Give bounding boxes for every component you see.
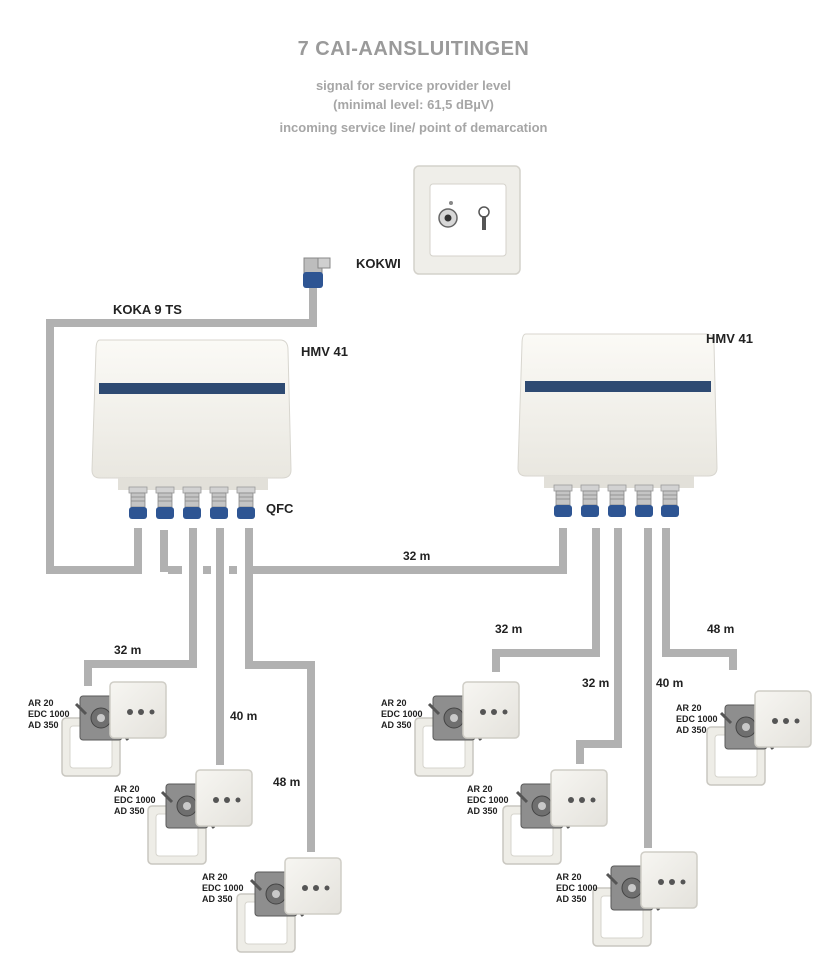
subtitle-line-1: signal for service provider level	[315, 78, 512, 93]
left-cable-2-length: 40 m	[230, 709, 258, 723]
wall-plate-image	[413, 165, 521, 275]
spec-line: AD 350	[28, 720, 59, 730]
cable-right-1	[492, 528, 600, 672]
amplifier-right-image	[517, 333, 718, 488]
right-cable-3-length: 40 m	[656, 676, 684, 690]
outlet-left-3-image	[235, 856, 343, 954]
outlet-spec-right-3: AR 20 EDC 1000 AD 350	[556, 872, 598, 905]
outlet-spec-right-2: AR 20 EDC 1000 AD 350	[467, 784, 509, 817]
subtitle-line-3: incoming service line/ point of demarcat…	[279, 120, 548, 135]
outlet-spec-left-2: AR 20 EDC 1000 AD 350	[114, 784, 156, 817]
outlet-right-3-image	[591, 850, 699, 948]
spec-line: AR 20	[556, 872, 582, 882]
koka-label: KOKA 9 TS	[113, 302, 182, 317]
spec-line: AR 20	[202, 872, 228, 882]
outlet-spec-right-1: AR 20 EDC 1000 AD 350	[381, 698, 423, 731]
cable-left-3	[245, 570, 315, 852]
outlet-right-2-image	[501, 768, 609, 866]
outlet-spec-left-3: AR 20 EDC 1000 AD 350	[202, 872, 244, 905]
right-cable-1-length: 32 m	[495, 622, 523, 636]
spec-line: AR 20	[114, 784, 140, 794]
spec-line: EDC 1000	[28, 709, 70, 719]
trunk-cable	[245, 528, 567, 574]
spec-line: AD 350	[676, 725, 707, 735]
spec-line: EDC 1000	[381, 709, 423, 719]
outlet-spec-right-4: AR 20 EDC 1000 AD 350	[676, 703, 718, 736]
spec-line: EDC 1000	[556, 883, 598, 893]
outlet-left-2-image	[146, 768, 254, 866]
spec-line: EDC 1000	[467, 795, 509, 805]
amplifier-left-connectors	[128, 486, 256, 520]
kokwi-label: KOKWI	[356, 256, 401, 271]
outlet-left-1-image	[60, 680, 168, 778]
subtitle-line-2: (minimal level: 61,5 dBµV)	[333, 97, 494, 112]
spec-line: AR 20	[676, 703, 702, 713]
outlet-right-4-image	[705, 689, 813, 787]
cable-right-4	[662, 528, 737, 670]
spec-line: AD 350	[467, 806, 498, 816]
spec-line: EDC 1000	[676, 714, 718, 724]
left-cable-1-length: 32 m	[114, 643, 142, 657]
spec-line: EDC 1000	[202, 883, 244, 893]
spec-line: AD 350	[114, 806, 145, 816]
hmv-left-label: HMV 41	[301, 344, 348, 359]
kokwi-connector-image	[303, 257, 331, 288]
spec-line: AD 350	[202, 894, 233, 904]
left-cable-3-length: 48 m	[273, 775, 301, 789]
amplifier-left-image	[91, 339, 292, 490]
spec-line: EDC 1000	[114, 795, 156, 805]
spec-line: AR 20	[28, 698, 54, 708]
spec-line: AD 350	[556, 894, 587, 904]
right-cable-2-length: 32 m	[582, 676, 610, 690]
hmv-right-label: HMV 41	[706, 331, 753, 346]
cable-gap-dots	[160, 530, 237, 574]
spec-line: AR 20	[381, 698, 407, 708]
spec-line: AR 20	[467, 784, 493, 794]
spec-line: AD 350	[381, 720, 412, 730]
cable-left-1	[84, 528, 197, 686]
qfc-label: QFC	[266, 501, 294, 516]
outlet-spec-left-1: AR 20 EDC 1000 AD 350	[28, 698, 70, 731]
outlet-right-1-image	[413, 680, 521, 778]
amplifier-right-connectors	[553, 484, 680, 518]
right-cable-4-length: 48 m	[707, 622, 735, 636]
trunk-distance-label: 32 m	[403, 549, 431, 563]
cable-right-2	[576, 528, 622, 764]
cable-network	[46, 284, 737, 852]
incoming-cable-koka	[46, 284, 317, 574]
page-title: 7 CAI-AANSLUITINGEN	[297, 38, 530, 60]
